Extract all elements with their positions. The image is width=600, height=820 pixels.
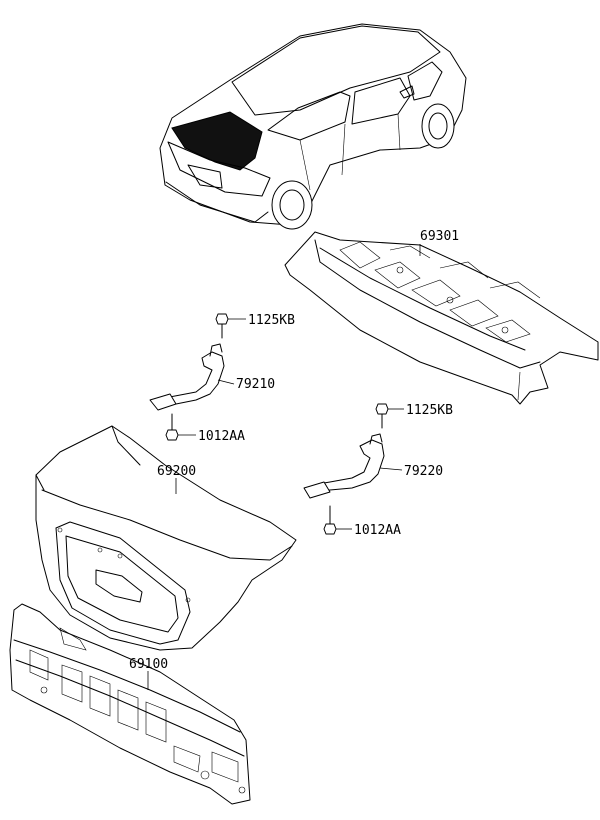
car-illustration [159,23,467,230]
bolt-right-top [375,403,389,429]
label-trunk-lid: 69200 [157,464,196,479]
label-back-panel: 69100 [129,657,168,672]
label-bolt-left-bottom: 1012AA [198,429,245,444]
bolt-left-bottom [165,413,179,441]
label-bolt-right-bottom: 1012AA [354,523,401,538]
trunk-lid [35,425,297,651]
label-bolt-right-top: 1125KB [406,403,453,418]
right-hinge-assembly [303,403,389,535]
back-panel [9,603,251,805]
bolt-left-top [215,313,229,339]
bolt-right-bottom [323,505,337,535]
rear-shelf-panel [284,231,599,405]
label-bolt-left-top: 1125KB [248,313,295,328]
left-hinge-assembly [149,313,229,441]
label-hinge-right: 79220 [404,464,443,479]
label-hinge-left: 79210 [236,377,275,392]
label-rear-shelf: 69301 [420,229,459,244]
